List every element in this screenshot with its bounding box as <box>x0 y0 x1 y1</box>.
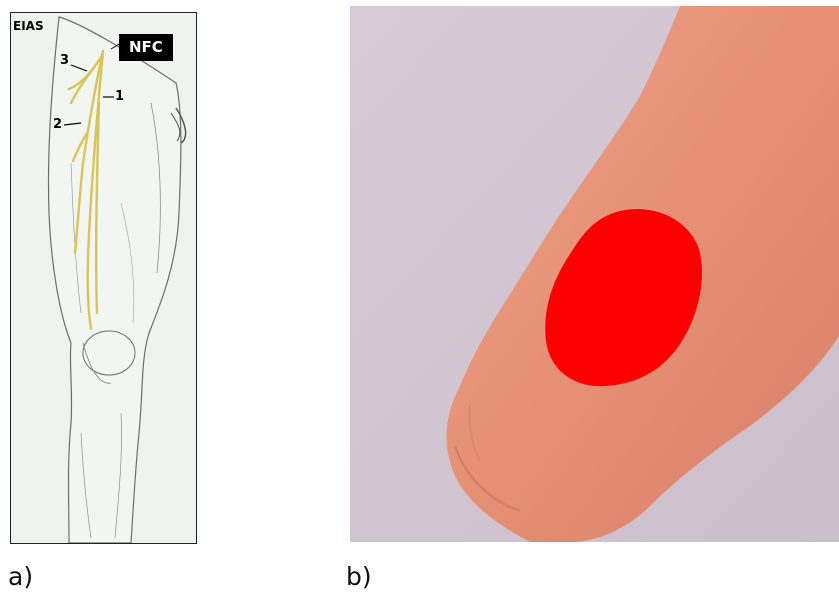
thigh-photo <box>350 6 839 542</box>
branch-label-2: 2 <box>53 117 62 132</box>
caption-b: b) <box>346 562 372 591</box>
thigh-photo-panel <box>350 6 839 542</box>
caption-a: a) <box>8 562 33 591</box>
branch-label-1: 1 <box>115 89 124 104</box>
nerve-diagram-panel: EIAS NFC 1 2 3 <box>10 12 197 544</box>
label-leaders <box>11 13 196 543</box>
branch-label-3: 3 <box>60 53 69 68</box>
